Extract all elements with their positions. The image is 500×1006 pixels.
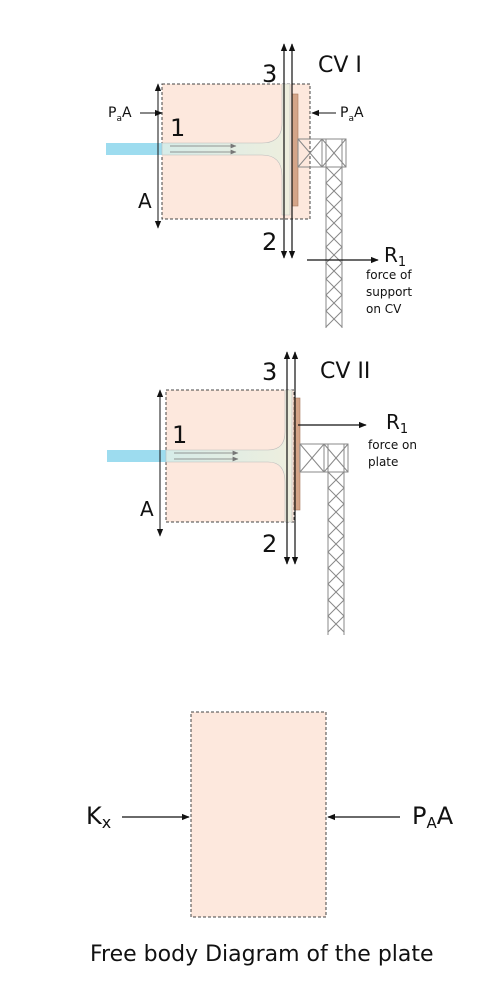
cv2-section-2-label: 2 (262, 530, 277, 558)
cv2-support-truss (299, 443, 349, 635)
cv1-section-2-label: 2 (262, 228, 277, 256)
cv1-section-1-label: 1 (170, 114, 185, 142)
cv2-reaction-note-line-2: plate (368, 455, 398, 469)
cv2-diagram: CV II 3 1 2 A R1 force on plate (107, 351, 417, 635)
cv1-reaction-label: R1 (384, 243, 406, 270)
cv1-reaction-note-line-3: on CV (366, 302, 402, 316)
cv2-title: CV II (320, 359, 370, 384)
cv1-jet-inlet (106, 143, 164, 155)
cv2-jet-inlet (107, 450, 168, 462)
cv1-support-truss (297, 138, 347, 328)
cv1-section-3-label: 3 (262, 60, 277, 88)
cv1-diagram: CV I 3 1 2 A PaA PaA R1 force of support… (106, 43, 412, 328)
cv1-area-label: A (138, 189, 152, 213)
cv1-pressure-right-label: PaA (340, 105, 364, 124)
cv2-section-1-label: 1 (172, 421, 187, 449)
cv2-reaction-note-line-1: force on (368, 438, 417, 452)
cv2-area-label: A (140, 497, 154, 521)
cv1-plate (291, 93, 299, 207)
cv2-reaction-label: R1 (386, 410, 408, 437)
fbd-right-force-label: PAA (412, 802, 454, 832)
cv1-title: CV I (318, 53, 362, 78)
fbd-plate-box (190, 711, 327, 918)
cv2-section-3-label: 3 (262, 358, 277, 386)
cv1-pressure-left-label: PaA (108, 105, 132, 124)
fbd-caption: Free body Diagram of the plate (90, 942, 434, 967)
fbd-left-force-label: Kx (86, 802, 111, 832)
cv1-reaction-note-line-1: force of (366, 268, 412, 282)
fbd-diagram: Kx PAA Free body Diagram of the plate (86, 711, 454, 967)
cv1-reaction-note-line-2: support (366, 285, 412, 299)
